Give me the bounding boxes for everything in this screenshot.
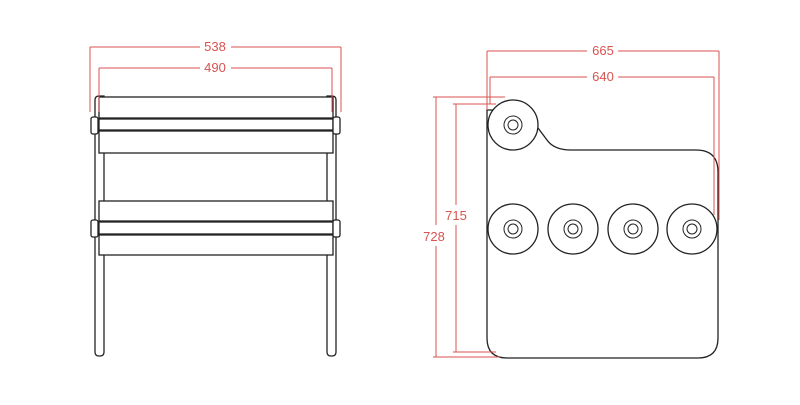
dimension-label-728: 728 [423, 229, 445, 244]
dimension-side-overall-height: 728 [423, 96, 505, 358]
front-top-board [98, 96, 334, 119]
roller-lower-1 [487, 203, 539, 255]
side-view: 665 640 715 728 [423, 43, 720, 359]
front-lower-rail [98, 221, 334, 235]
front-top-rail [98, 118, 334, 131]
dimension-label-640: 640 [592, 69, 614, 84]
dimension-front-inner-width: 490 [98, 60, 333, 112]
roller-lower-2 [547, 203, 599, 255]
dimension-side-overall-width: 665 [486, 43, 720, 220]
dimension-front-overall-width: 538 [89, 39, 342, 112]
front-fitting-top-left [90, 116, 99, 135]
roller-lower-3 [607, 203, 659, 255]
front-view: 538 490 [89, 39, 342, 357]
dimension-side-inner-width: 640 [489, 69, 715, 215]
dimension-label-715: 715 [445, 208, 467, 223]
front-lower-back-board [98, 234, 334, 256]
dimension-label-665: 665 [592, 43, 614, 58]
roller-lower-4 [666, 203, 718, 255]
front-fitting-top-right [332, 116, 341, 135]
dimension-side-inner-height: 715 [445, 103, 496, 353]
dimension-label-490: 490 [204, 60, 226, 75]
front-fitting-lower-right [332, 219, 341, 238]
front-top-back-board [98, 130, 334, 154]
dimension-label-538: 538 [204, 39, 226, 54]
front-lower-board [98, 200, 334, 222]
front-fitting-lower-left [90, 219, 99, 238]
roller-top [487, 99, 539, 151]
